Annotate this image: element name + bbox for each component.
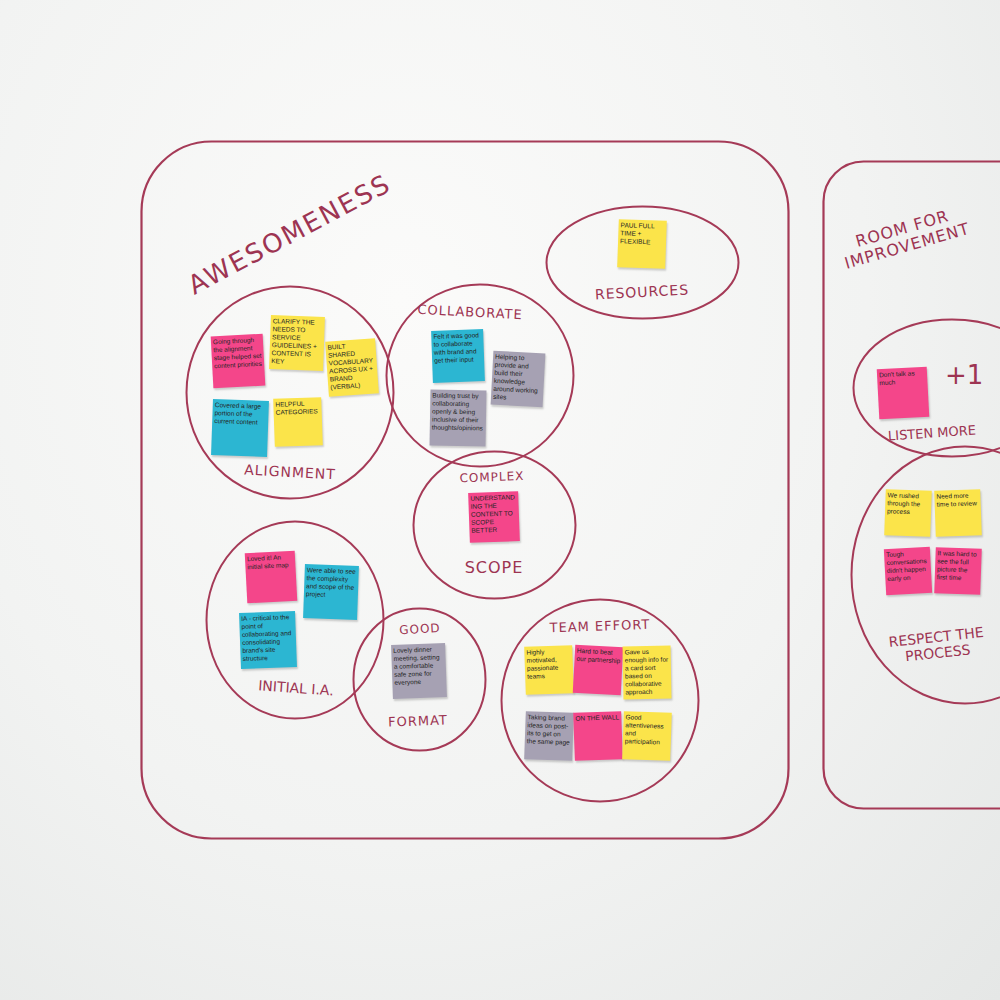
note-text: PAUL FULL TIME + FLEXIBLE [620, 221, 665, 246]
cluster-circle: INITIAL I.A. Loved it! An initial site ma… [205, 520, 385, 720]
sticky-note: Tough conversations didn't happen early … [884, 547, 932, 595]
sticky-note: Covered a large portion of the current c… [211, 399, 269, 457]
board-region: AWESOMENESS ALIGNMENT Going through the al… [140, 140, 790, 840]
note-text: Building trust by collaborating openly &… [432, 392, 485, 433]
note-text: Hard to beat our partnership [576, 647, 621, 665]
sticky-note: Building trust by collaborating openly &… [430, 390, 487, 447]
note-text: Lovely dinner meeting, setting a comfort… [393, 645, 444, 686]
note-text: Felt it was good to collaborate with bra… [433, 331, 482, 364]
group-heading: COMPLEX [459, 470, 524, 486]
marker-circle [187, 287, 394, 499]
note-text: Taking brand ideas on post-its to get on… [527, 713, 572, 746]
sticky-note: HELPFUL CATEGORIES [273, 397, 323, 447]
note-text: BUILT SHARED VOCABULARY ACROSS UX + BRAN… [327, 340, 376, 391]
marker-circle [502, 600, 699, 802]
sticky-note: Good attentiveness and participation [622, 711, 672, 761]
note-text: Gave us enough info for a card sort base… [625, 648, 670, 696]
note-text: Going through the alignment stage helped… [213, 336, 263, 370]
marker-circle [854, 320, 1000, 457]
note-text: Were able to see the complexity and scop… [306, 566, 357, 599]
plus-one-mark: +1 [945, 360, 983, 390]
group-heading: INITIAL I.A. [258, 677, 335, 698]
group-heading: COLLABORATE [417, 303, 523, 323]
note-text: It was hard to see the full picture the … [937, 549, 980, 582]
note-text: Need more time to review [936, 491, 979, 508]
group-heading: RESPECT THE PROCESS [880, 623, 995, 667]
group-heading: TEAM EFFORT [549, 618, 650, 636]
group-heading: ROOM FOR IMPROVEMENT [828, 200, 982, 277]
note-text: CLARIFY THE NEEDS TO SERVICE GUIDELINES … [271, 317, 323, 366]
note-text: Helping to provide and build their knowl… [493, 353, 543, 403]
cluster-circle: ALIGNMENT Going through the alignment sta… [185, 285, 395, 500]
sticky-note: It was hard to see the full picture the … [934, 547, 982, 595]
group-heading: RESOURCES [595, 281, 690, 302]
group-heading: GOOD [399, 622, 441, 638]
note-text: Tough conversations didn't happen early … [886, 549, 930, 583]
marker-circle [547, 207, 739, 319]
group-heading: LISTEN MORE [888, 423, 977, 444]
note-text: Loved it! An initial site map [247, 553, 294, 571]
sticky-note: Need more time to review [934, 489, 982, 537]
note-text: Covered a large portion of the current c… [214, 401, 267, 427]
sticky-note: We rushed through the process [884, 489, 932, 537]
sticky-note: Lovely dinner meeting, setting a comfort… [391, 643, 447, 699]
cluster-circle: RESOURCES PAUL FULL TIME + FLEXIBLE [545, 205, 740, 320]
board-region: ROOM FOR IMPROVEMENT LISTEN MORE Don't tal… [822, 160, 1000, 810]
sticky-note: CLARIFY THE NEEDS TO SERVICE GUIDELINES … [269, 315, 325, 371]
sticky-note: Were able to see the complexity and scop… [303, 564, 359, 620]
sticky-note: Felt it was good to collaborate with bra… [431, 329, 485, 383]
sticky-note: Don't talk as much [877, 367, 930, 420]
marker-outline [142, 142, 789, 839]
group-heading: SCOPE [465, 559, 524, 577]
sticky-note: UNDERSTANDING THE CONTENT TO SCOPE BETTE… [468, 491, 520, 543]
note-text: Don't talk as much [879, 369, 926, 387]
marker-circle [207, 522, 384, 719]
group-heading: AWESOMENESS [184, 169, 397, 301]
sticky-note: Gave us enough info for a card sort base… [623, 646, 672, 700]
sticky-note: Loved it! An initial site map [245, 551, 298, 604]
cluster-circle: RESPECT THE PROCESS We rushed through the… [850, 445, 1000, 705]
sticky-note: ON THE WALL [573, 711, 623, 761]
note-text: IA - critical to the point of collaborat… [241, 613, 295, 662]
note-text: We rushed through the process [887, 491, 930, 516]
marker-circle [852, 447, 1000, 704]
note-text: Highly motivated, passionate teams [526, 647, 571, 680]
sticky-note: IA - critical to the point of collaborat… [239, 611, 297, 669]
cluster-circle: COLLABORATE Felt it was good to collabora… [385, 283, 575, 468]
sticky-note: BUILT SHARED VOCABULARY ACROSS UX + BRAN… [325, 338, 379, 396]
sticky-note: Taking brand ideas on post-its to get on… [524, 711, 574, 761]
sticky-note: Helping to provide and build their knowl… [491, 351, 546, 408]
note-text: UNDERSTANDING THE CONTENT TO SCOPE BETTE… [470, 493, 517, 534]
cluster-circle: TEAM EFFORT Highly motivated, passionate … [500, 598, 700, 803]
marker-circle [414, 452, 576, 599]
marker-circle [354, 609, 486, 751]
note-text: HELPFUL CATEGORIES [275, 399, 320, 416]
group-heading: ALIGNMENT [244, 462, 336, 483]
cluster-circle: COMPLEX SCOPE UNDERSTANDING THE CONTENT TO… [412, 450, 577, 600]
marker-outline [824, 162, 1000, 809]
note-text: ON THE WALL [575, 713, 619, 722]
group-heading: FORMAT [388, 713, 448, 730]
sticky-note: Hard to beat our partnership [573, 645, 623, 695]
note-text: Good attentiveness and participation [625, 713, 670, 746]
marker-circle [387, 285, 574, 467]
sticky-note: Going through the alignment stage helped… [211, 334, 266, 389]
sticky-note: Highly motivated, passionate teams [524, 645, 574, 695]
cluster-circle: GOOD FORMAT Lovely dinner meeting, setting… [352, 607, 487, 752]
sticky-note: PAUL FULL TIME + FLEXIBLE [617, 219, 667, 269]
